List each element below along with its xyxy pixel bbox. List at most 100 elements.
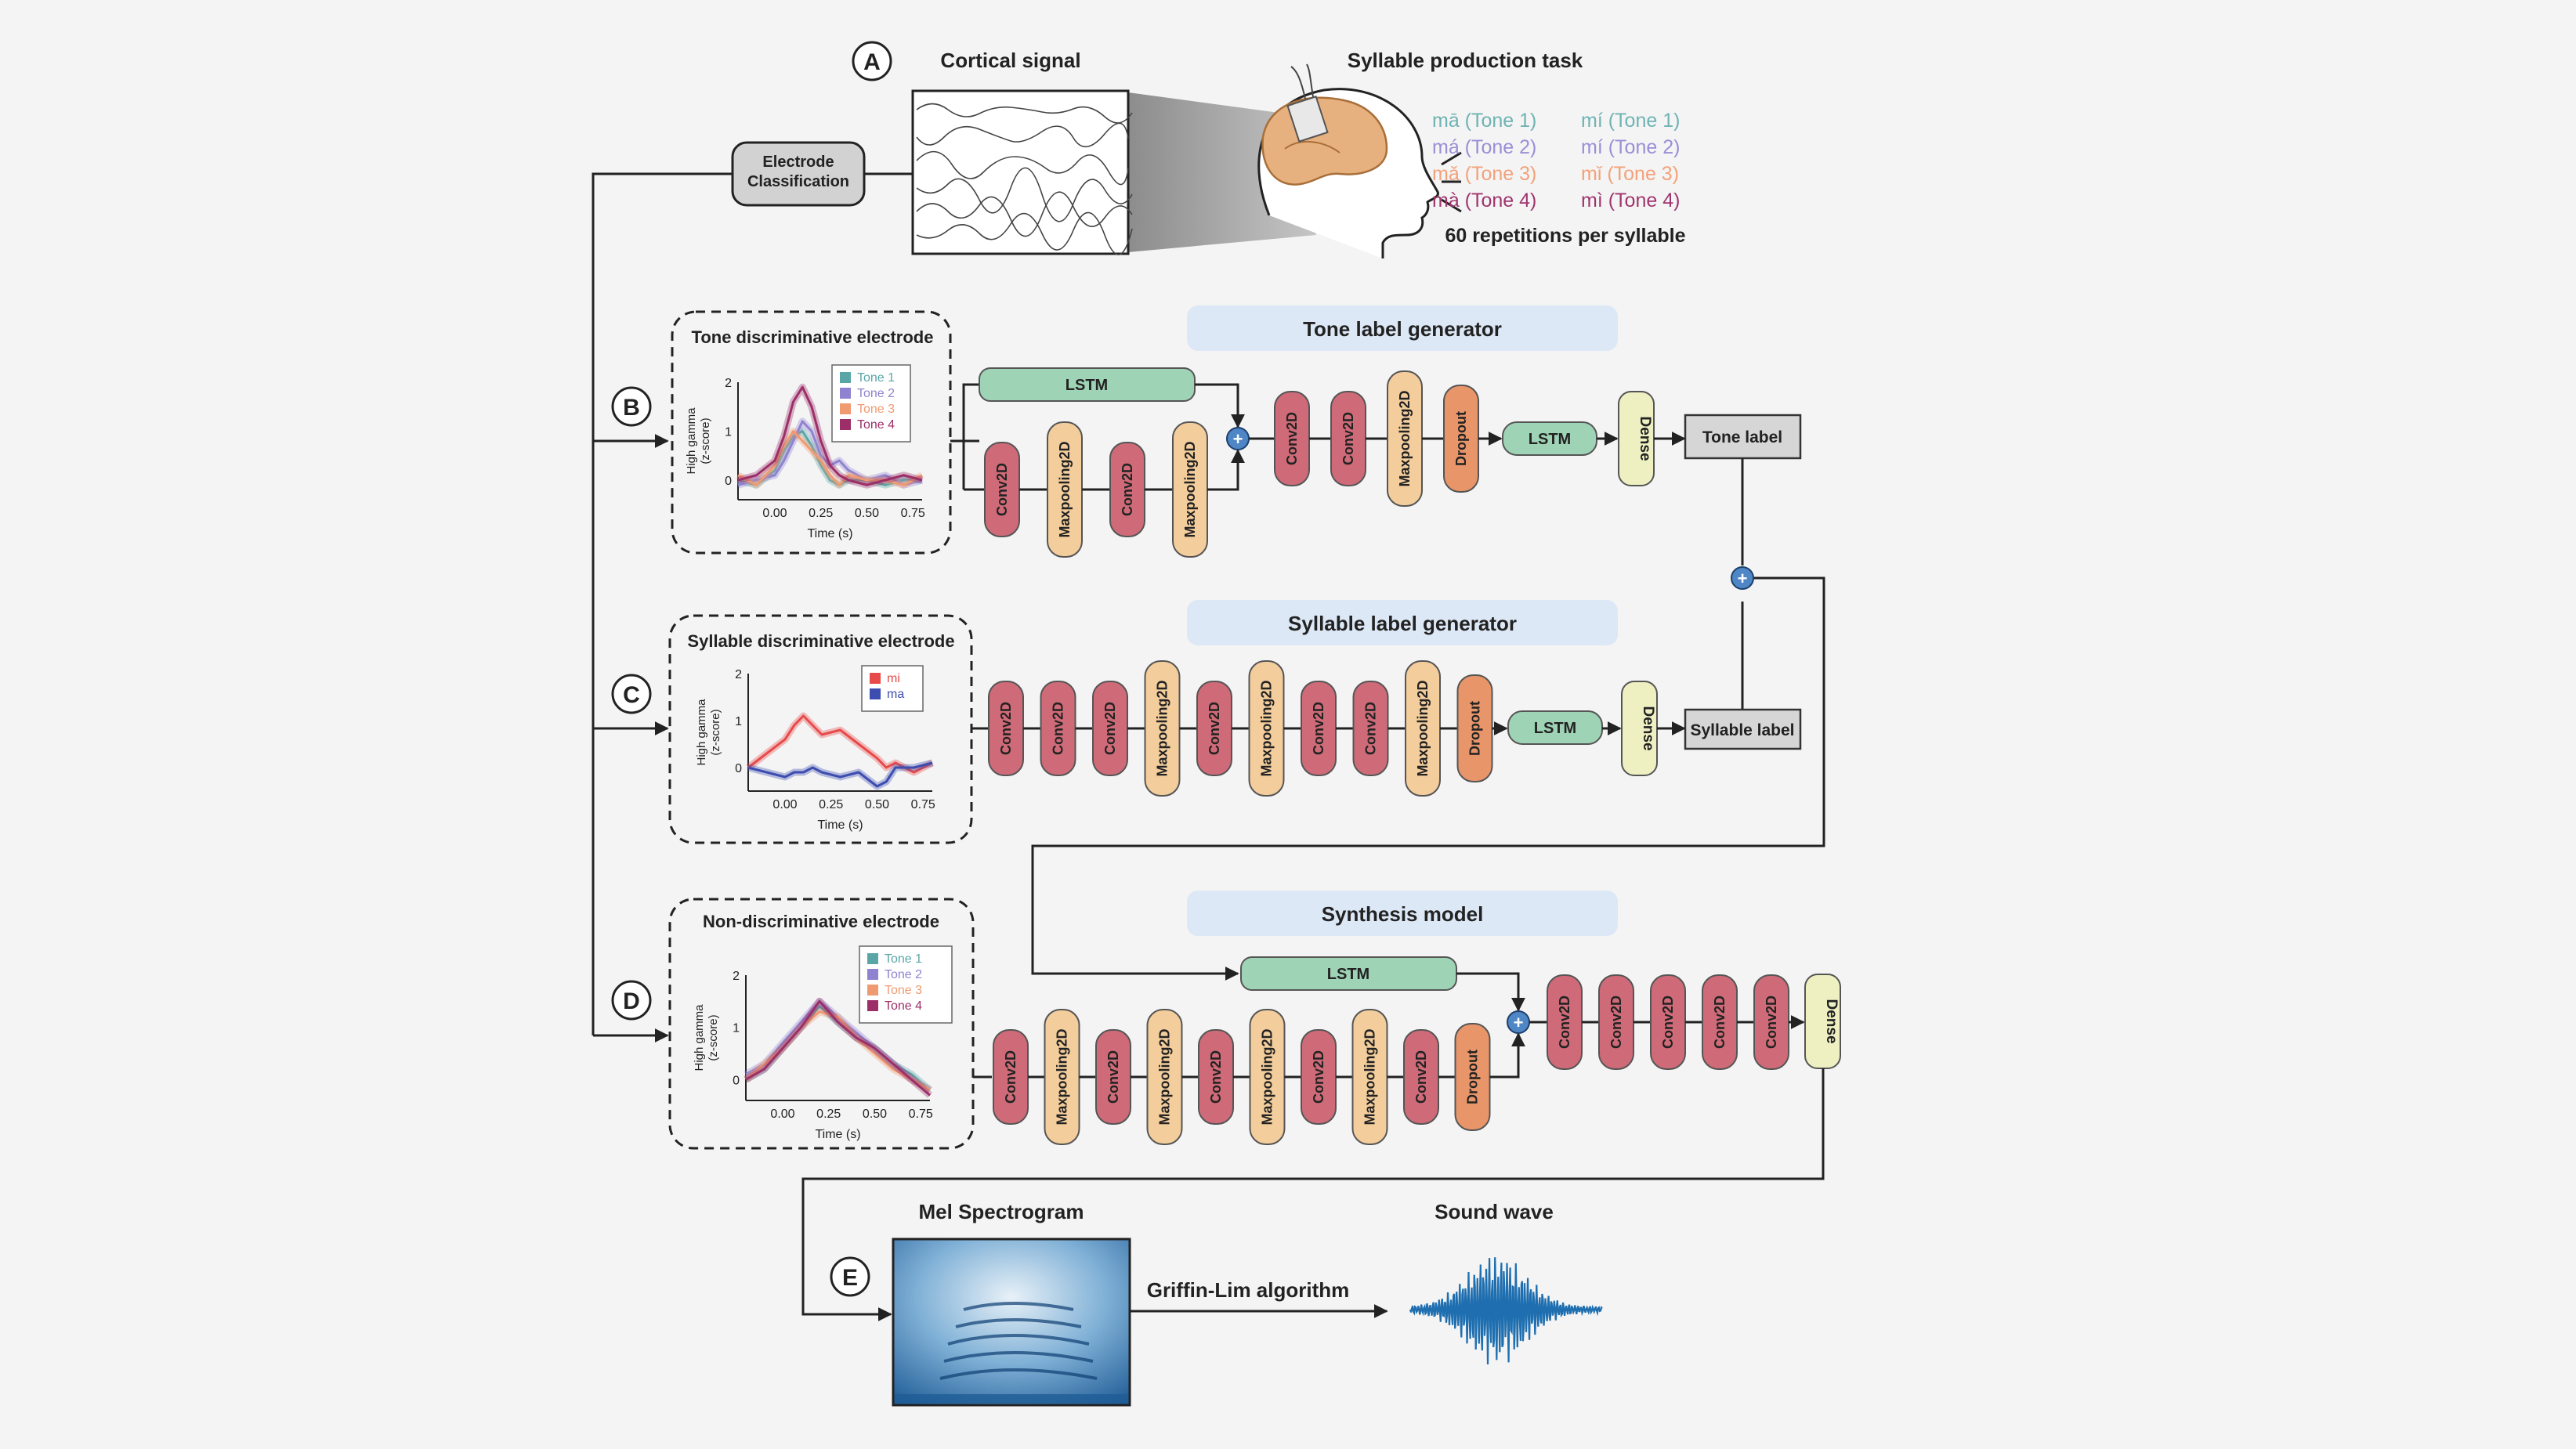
algorithm-label: Griffin-Lim algorithm <box>1147 1278 1350 1302</box>
b-merged-conv2d-label-0: Conv2D <box>1284 412 1300 465</box>
panel-letter-d-circle <box>611 980 652 1021</box>
syllable-7: mà (Tone 4) <box>1432 190 1536 211</box>
nondisc-plot-xtick-0: 0.00 <box>770 1108 794 1121</box>
syllable-plot-ytick-2: 2 <box>735 668 742 681</box>
mel-harmonics <box>939 1302 1098 1380</box>
tone-plot-series-tone-3 <box>737 430 923 486</box>
b-conv-maxpooling2d-label-1: Maxpooling2D <box>1057 441 1073 537</box>
c-layer-stack: Conv2D Conv2D Conv2D Maxpooling2D Conv2D Maxp… <box>988 660 1508 797</box>
routing-lines <box>592 172 733 1042</box>
synthesis-banner <box>1187 891 1618 936</box>
syllable-list: mā (Tone 1) mí (Tone 1) má (Tone 2) mí (… <box>1432 110 1680 211</box>
cortical-signal-label: Cortical signal <box>940 49 1080 72</box>
c-maxpooling2d-label-3: Maxpooling2D <box>1155 680 1170 776</box>
label-plus-icon: + <box>1738 569 1748 588</box>
tone-plot-legend-label-tone-4: Tone 4 <box>857 418 895 432</box>
mel-low-band <box>895 1394 1128 1404</box>
c-conv2d-label-2: Conv2D <box>1102 702 1118 755</box>
sound-wave-label: Sound wave <box>1435 1200 1554 1223</box>
tone-plot-legend-label-tone-3: Tone 3 <box>857 403 895 416</box>
tone-plot-ytick-0: 0 <box>725 475 732 488</box>
tone-plot-ylabel-2: (z-score) <box>699 417 712 464</box>
c-maxpooling2d-label-5: Maxpooling2D <box>1259 680 1275 776</box>
c-conv2d-label-7: Conv2D <box>1363 702 1379 755</box>
c-conv2d-label-1: Conv2D <box>1051 702 1066 755</box>
b-conv-to-plus <box>1207 449 1245 491</box>
tone-electrode-frame <box>671 310 952 555</box>
b-merged-conv2d-label-1: Conv2D <box>1340 412 1356 465</box>
nondisc-plot-legend-swatch-tone-3 <box>867 985 878 996</box>
syllable-plot-ylabel-1: High gamma <box>695 699 708 766</box>
b-plus-icon: + <box>1233 429 1243 449</box>
tone-generator-title: Tone label generator <box>1303 317 1502 341</box>
b-conv-maxpooling2d-label-3: Maxpooling2D <box>1182 441 1198 537</box>
panel-letter-e: E <box>842 1265 858 1291</box>
mel-spectrogram <box>892 1238 1131 1407</box>
sound-wave-path <box>1409 1257 1603 1365</box>
b-merged-maxpooling2d-label-2: Maxpooling2D <box>1397 390 1413 486</box>
d-maxpooling2d-label-7: Maxpooling2D <box>1362 1028 1378 1125</box>
tone-plot-ytick-1: 1 <box>725 426 732 439</box>
syllable-plot-legend-label-ma: ma <box>887 688 904 701</box>
tone-generator-banner <box>1187 305 1618 351</box>
nondisc-plot-legend-label-tone-2: Tone 2 <box>885 968 922 981</box>
d-plus-icon: + <box>1514 1013 1524 1032</box>
c-conv2d-label-4: Conv2D <box>1207 702 1222 755</box>
syllable-plot-series-ma <box>747 761 933 788</box>
electrode-classification-line1: Electrode <box>762 154 834 171</box>
nondisc-plot-legend-swatch-tone-4 <box>867 1000 878 1011</box>
tone-plot-xtick-0: 0.00 <box>762 507 787 520</box>
head-illustration <box>1257 63 1462 258</box>
panel-letter-c-circle <box>611 674 652 714</box>
syllable-generator-banner <box>1187 600 1618 645</box>
label-merge-lines <box>1031 458 1825 981</box>
nondisc-plot-legend-label-tone-4: Tone 4 <box>885 999 922 1013</box>
syllable-plot-series-band-mi <box>746 712 935 776</box>
panel-letter-b: B <box>623 395 640 421</box>
nondisc-plot-xtick-1: 0.25 <box>816 1108 841 1121</box>
tone-label-box <box>1684 414 1802 460</box>
d-post-conv2d-label-4: Conv2D <box>1764 996 1779 1049</box>
syllable-plot-xtick-2: 0.50 <box>865 798 889 811</box>
d-dense-to-e-line <box>801 1068 1825 1321</box>
d-conv2d-label-4: Conv2D <box>1208 1050 1224 1104</box>
nondisc-plot-legend-swatch-tone-2 <box>867 969 878 980</box>
syllable-plot-xlabel: Time (s) <box>817 818 863 832</box>
panel-c: C Syllable discriminative electrode 0120… <box>611 600 1802 844</box>
tone-plot-legend-swatch-tone-3 <box>840 403 851 414</box>
tone-plot-series-tone-1 <box>737 430 922 486</box>
nondisc-plot-ytick-0: 0 <box>733 1074 740 1087</box>
d-conv2d-label-2: Conv2D <box>1105 1050 1121 1104</box>
synthesis-title: Synthesis model <box>1322 902 1484 926</box>
nondisc-plot-ytick-1: 1 <box>733 1022 740 1035</box>
syllable-generator-title: Syllable label generator <box>1288 612 1517 635</box>
nondisc-plot-ylabel-2: (z-score) <box>707 1014 720 1061</box>
syllable-plot-ylabel-2: (z-score) <box>709 709 722 755</box>
b-tail-lstm-label: LSTM <box>1529 431 1571 448</box>
panel-letter-b-circle <box>611 386 652 427</box>
panel-letter-c: C <box>623 682 640 708</box>
d-conv2d-label-8: Conv2D <box>1413 1050 1429 1104</box>
nondisc-plot-ytick-2: 2 <box>733 970 740 983</box>
tone-plot-legend-label-tone-2: Tone 2 <box>857 387 895 400</box>
c-tail-dense-label: Dense <box>1640 706 1656 750</box>
syllable-4: mí (Tone 2) <box>1581 136 1680 158</box>
nondisc-plot-xtick-3: 0.75 <box>909 1108 933 1121</box>
c-conv2d-label-6: Conv2D <box>1311 702 1326 755</box>
syllable-plot-xtick-1: 0.25 <box>819 798 843 811</box>
tone-plot-ytick-2: 2 <box>725 377 732 390</box>
tone-plot-legend-label-tone-1: Tone 1 <box>857 371 895 385</box>
panel-letter-a: A <box>863 49 881 75</box>
nondisc-plot-legend-swatch-tone-1 <box>867 953 878 964</box>
tone-plot-xtick-1: 0.25 <box>809 507 833 520</box>
syllable-plot-legend-swatch-ma <box>870 688 881 699</box>
syllable-plot-xtick-0: 0.00 <box>772 798 797 811</box>
b-conv-conv2d-label-0: Conv2D <box>994 463 1010 516</box>
non-discriminative-title: Non-discriminative electrode <box>703 912 939 931</box>
